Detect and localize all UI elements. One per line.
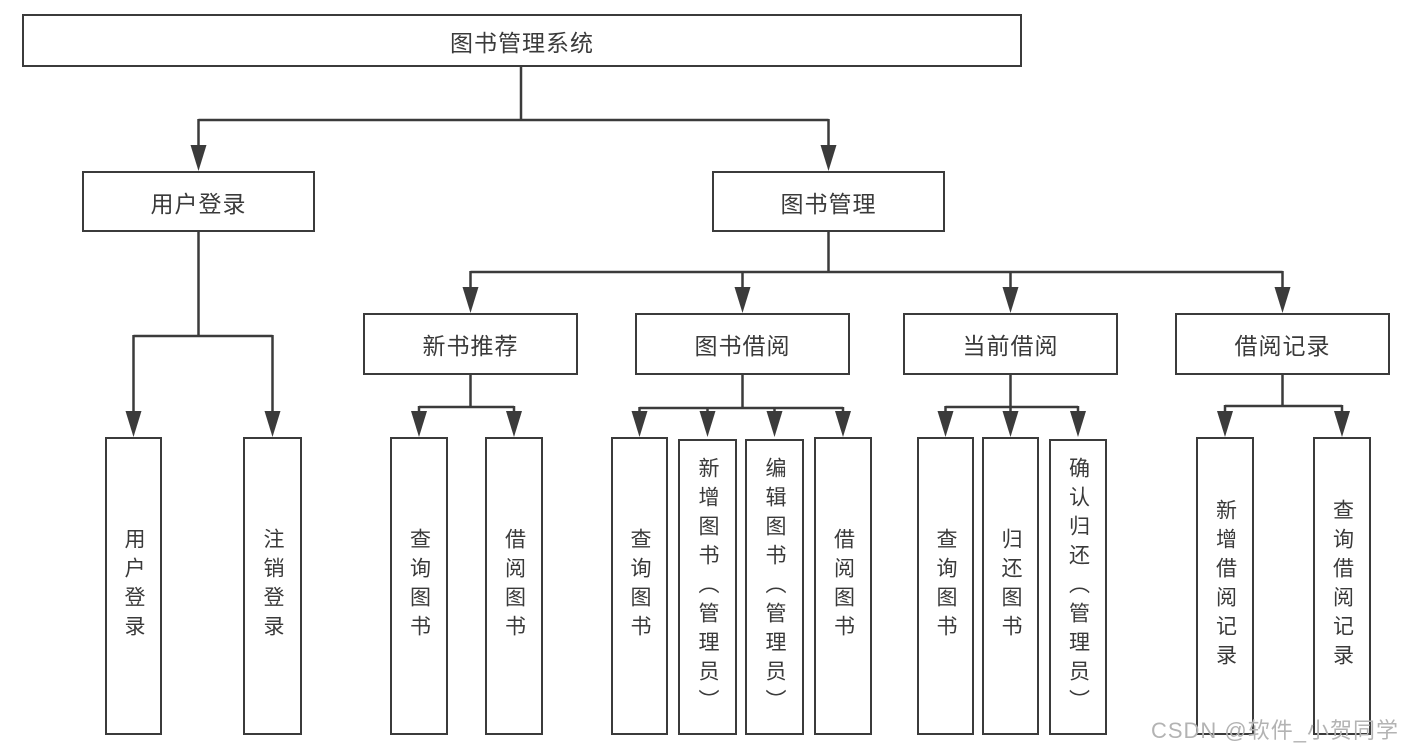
current-borrow-box: 当前借阅 xyxy=(903,313,1118,375)
leaf-confirm-return-admin: 确认归还（管理员） xyxy=(1049,439,1107,735)
leaf-edit-books-admin: 编辑图书（管理员） xyxy=(745,439,804,735)
leaf-borrow-books: 借阅图书 xyxy=(814,437,872,735)
leaf-query-books-current: 查询图书 xyxy=(917,437,974,735)
leaf-return-books: 归还图书 xyxy=(982,437,1039,735)
book-management-box: 图书管理 xyxy=(712,171,945,232)
new-book-recommend-box: 新书推荐 xyxy=(363,313,578,375)
root-box-library-system: 图书管理系统 xyxy=(22,14,1022,67)
leaf-borrow-books-recommend: 借阅图书 xyxy=(485,437,543,735)
watermark: CSDN @软件_小贺同学 xyxy=(1150,718,1399,743)
arrowheads xyxy=(125,145,1350,437)
leaf-user-login: 用户登录 xyxy=(105,437,162,735)
user-login-box: 用户登录 xyxy=(82,171,315,232)
borrow-record-box: 借阅记录 xyxy=(1175,313,1390,375)
leaf-query-books-borrow: 查询图书 xyxy=(611,437,668,735)
leaf-query-borrow-record: 查询借阅记录 xyxy=(1313,437,1371,735)
leaf-query-books-recommend: 查询图书 xyxy=(390,437,448,735)
leaf-logout: 注销登录 xyxy=(243,437,302,735)
book-borrow-box: 图书借阅 xyxy=(635,313,850,375)
leaf-add-borrow-record: 新增借阅记录 xyxy=(1196,437,1254,735)
leaf-add-books-admin: 新增图书（管理员） xyxy=(678,439,737,735)
